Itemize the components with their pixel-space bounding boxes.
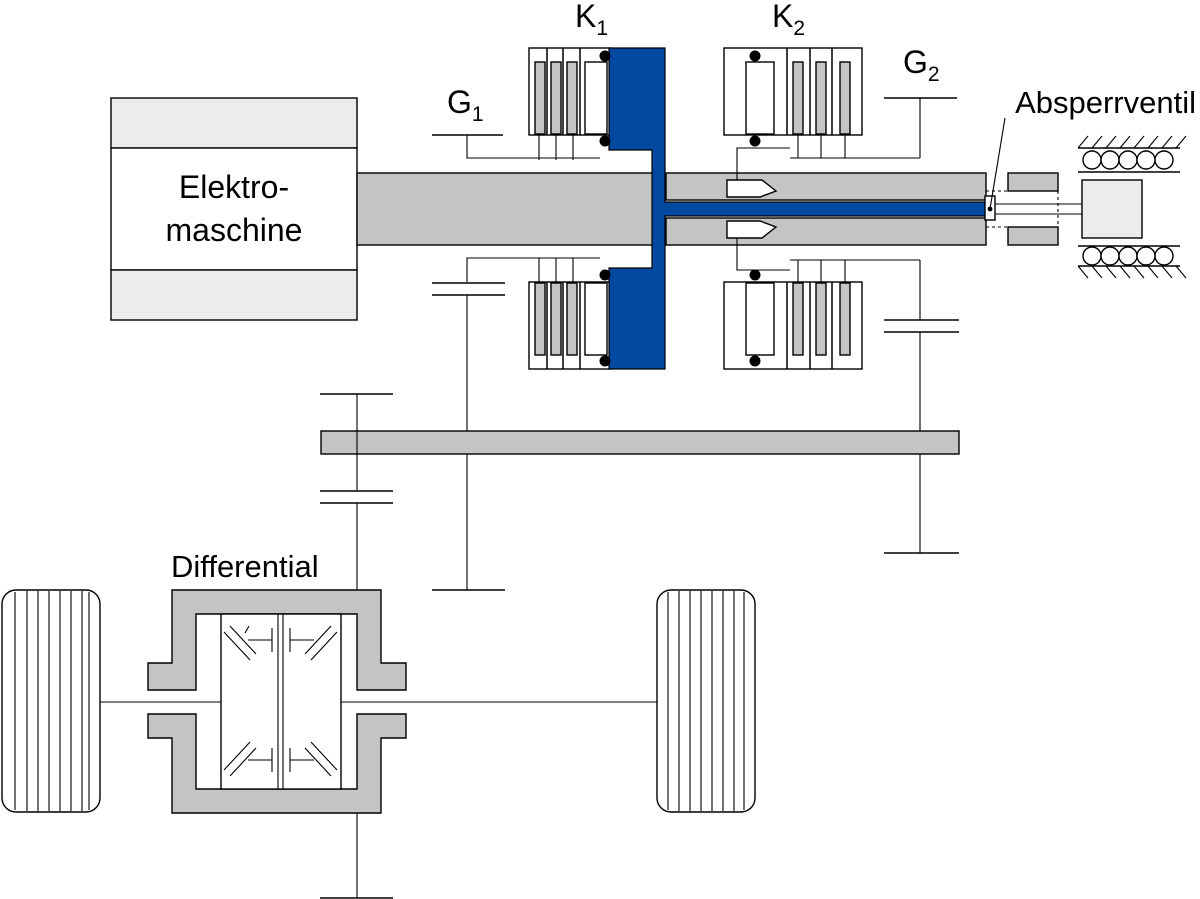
wheel-right [656, 589, 756, 813]
gear-set-g2 [884, 97, 959, 554]
gear-set-g1 [432, 134, 600, 591]
k1-label: K1 [575, 0, 608, 40]
shutoff-valve [984, 117, 1006, 221]
differential [100, 589, 657, 899]
g1-label: G1 [447, 84, 484, 126]
electric-machine [110, 97, 358, 321]
valve-label: Absperrventil [1015, 85, 1196, 120]
main-shaft [356, 172, 1059, 246]
clutch-k2 [723, 47, 920, 370]
rotary-feed [993, 135, 1187, 279]
countershaft [320, 393, 960, 590]
motor-label-line2: maschine [166, 212, 303, 248]
k2-label: K2 [772, 0, 805, 40]
g2-label: G2 [903, 44, 940, 86]
clutch-k1 [528, 47, 987, 370]
differential-label: Differential [171, 549, 319, 584]
motor-label-line1: Elektro- [179, 169, 289, 205]
wheel-left [1, 589, 101, 813]
